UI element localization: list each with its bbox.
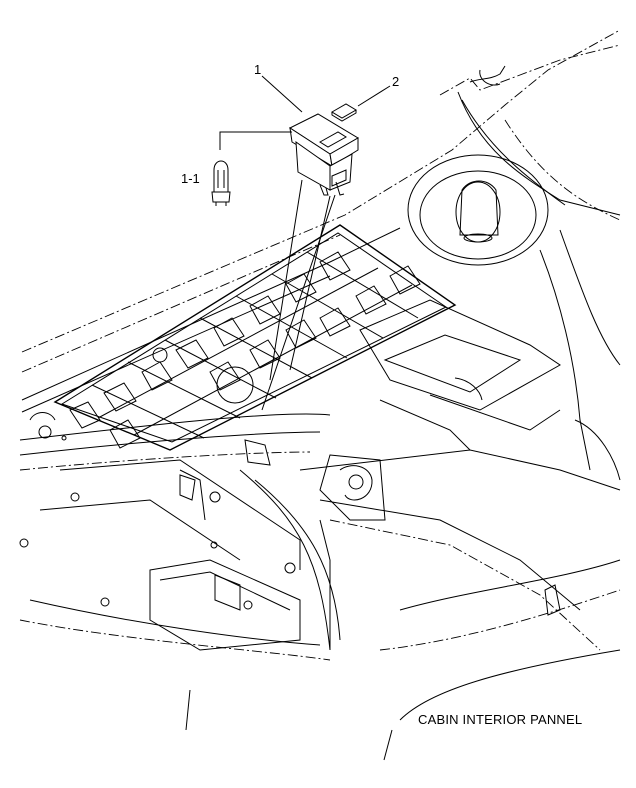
panel-body <box>19 29 621 721</box>
leader-lines <box>219 75 391 411</box>
cap-part <box>331 103 357 122</box>
diagram-caption: CABIN INTERIOR PANNEL <box>418 712 582 727</box>
edge-mark <box>185 689 191 731</box>
callout-1-1: 1-1 <box>181 171 200 186</box>
bulb-part <box>211 160 231 206</box>
callout-1: 1 <box>254 62 261 77</box>
switch-blank-grid <box>53 224 457 451</box>
callout-2: 2 <box>392 74 399 89</box>
caption-bracket <box>383 729 393 761</box>
switch-part <box>288 113 359 196</box>
